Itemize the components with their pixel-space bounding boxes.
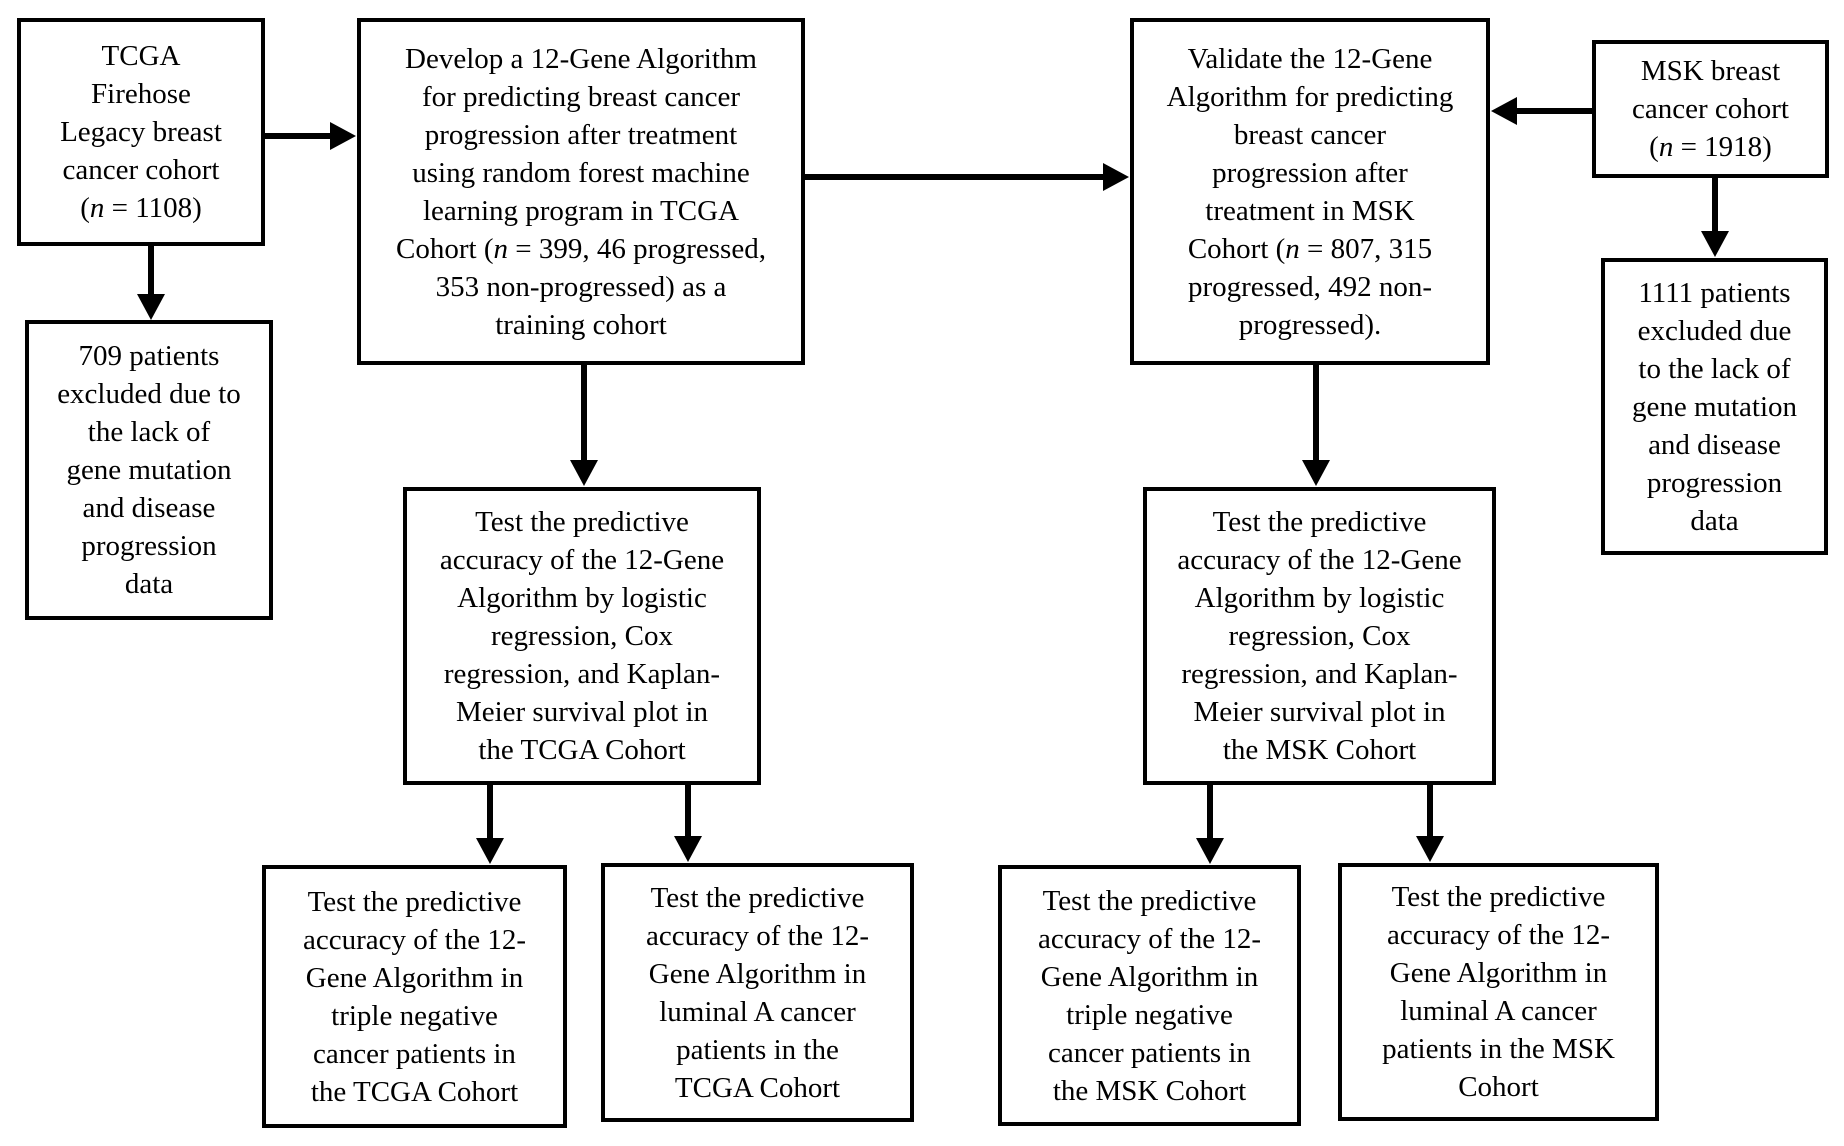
arrow-test-tcga-to-triple-negative-tcga [476,785,504,864]
tcga-cohort-text: TCGA Firehose Legacy breast cancer cohor… [60,40,222,224]
arrow-test-msk-to-triple-negative-msk [1196,785,1224,864]
msk-cohort-box: MSK breast cancer cohort (n = 1918) [1592,40,1829,178]
arrow-tcga-to-develop [265,122,356,150]
tcga-excluded-text: 709 patients excluded due to the lack of… [57,340,241,600]
luminal-a-msk-text: Test the predictive accuracy of the 12- … [1382,881,1615,1103]
arrow-develop-to-validate [805,163,1129,191]
develop-algorithm-box: Develop a 12-Gene Algorithm for predicti… [357,18,805,365]
develop-algorithm-text: Develop a 12-Gene Algorithm for predicti… [396,42,766,341]
triple-negative-msk-box: Test the predictive accuracy of the 12- … [998,865,1301,1126]
luminal-a-tcga-box: Test the predictive accuracy of the 12- … [601,863,914,1122]
arrow-test-msk-to-luminal-a-msk [1416,785,1444,862]
triple-negative-tcga-box: Test the predictive accuracy of the 12- … [262,865,567,1128]
test-accuracy-tcga-text: Test the predictive accuracy of the 12-G… [439,506,725,766]
arrow-validate-to-test-msk [1302,365,1330,486]
arrow-test-tcga-to-luminal-a-tcga [674,785,702,862]
arrow-msk-to-validate [1491,97,1592,125]
test-accuracy-msk-text: Test the predictive accuracy of the 12-G… [1177,506,1462,766]
triple-negative-tcga-text: Test the predictive accuracy of the 12- … [302,885,526,1108]
arrow-tcga-to-excluded [137,246,165,320]
triple-negative-msk-text: Test the predictive accuracy of the 12- … [1037,884,1261,1107]
luminal-a-tcga-text: Test the predictive accuracy of the 12- … [645,881,869,1104]
tcga-excluded-box: 709 patients excluded due to the lack of… [25,320,273,620]
arrow-msk-to-excluded [1701,178,1729,257]
msk-cohort-text: MSK breast cancer cohort (n = 1918) [1632,55,1789,163]
tcga-cohort-box: TCGA Firehose Legacy breast cancer cohor… [17,18,265,246]
validate-algorithm-text: Validate the 12-Gene Algorithm for predi… [1166,42,1454,341]
validate-algorithm-box: Validate the 12-Gene Algorithm for predi… [1130,18,1490,365]
test-accuracy-msk-box: Test the predictive accuracy of the 12-G… [1143,487,1496,785]
arrow-develop-to-test-tcga [570,365,598,486]
luminal-a-msk-box: Test the predictive accuracy of the 12- … [1338,863,1659,1121]
test-accuracy-tcga-box: Test the predictive accuracy of the 12-G… [403,487,761,785]
msk-excluded-text: 1111 patients excluded due to the lack o… [1631,276,1798,537]
msk-excluded-box: 1111 patients excluded due to the lack o… [1601,258,1828,555]
